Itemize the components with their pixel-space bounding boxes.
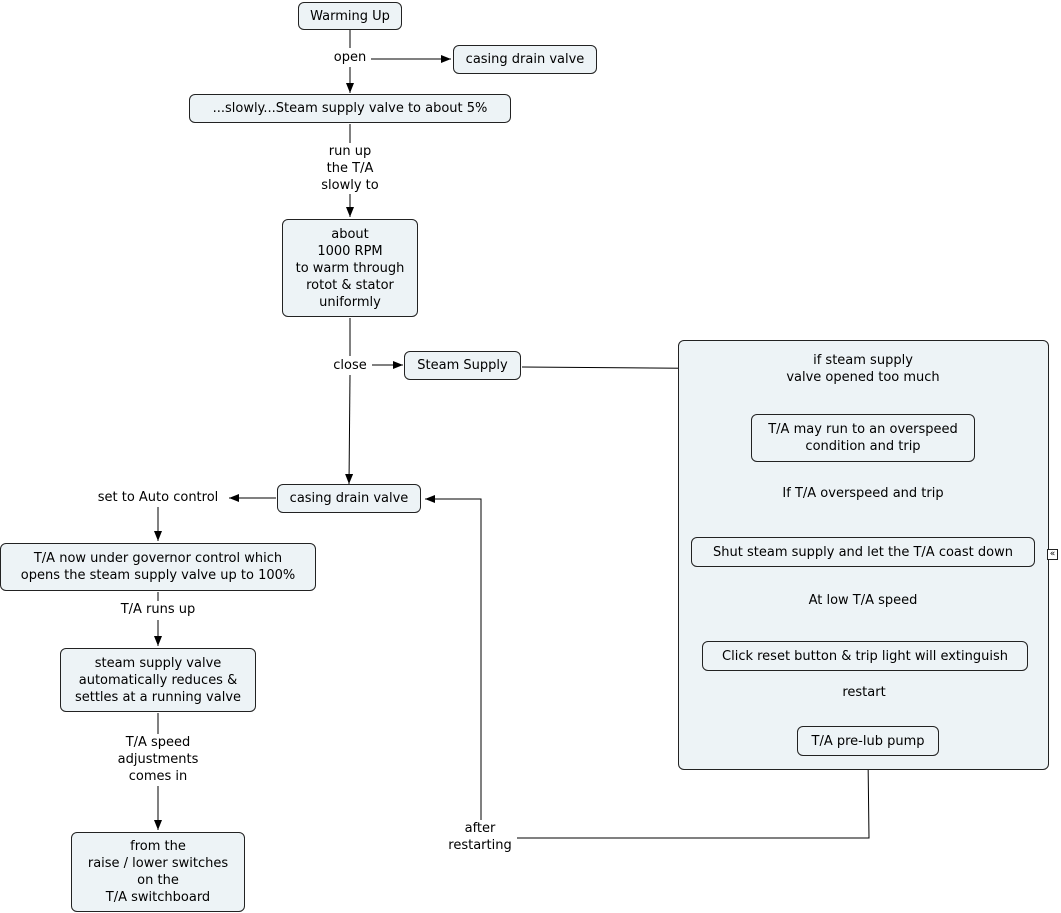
link-label-after-restarting: after restarting — [443, 820, 517, 854]
link-label-close: close — [328, 357, 372, 374]
node-reset-button[interactable]: Click reset button & trip light will ext… — [702, 641, 1028, 671]
node-prelub-pump[interactable]: T/A pre-lub pump — [797, 726, 939, 756]
link-label-opened-too-much: if steam supply valve opened too much — [772, 352, 954, 386]
link-label-restart: restart — [836, 684, 892, 701]
link-label-auto-control: set to Auto control — [88, 489, 228, 506]
link-label-runs-up: T/A runs up — [111, 601, 205, 618]
collapse-icon[interactable]: « — [1047, 549, 1058, 560]
node-steam-supply[interactable]: Steam Supply — [404, 351, 521, 380]
link-label-speed-adjust: T/A speed adjustments comes in — [108, 734, 208, 785]
link-label-run-up: run up the T/A slowly to — [312, 143, 388, 194]
node-casing-drain-valve-mid[interactable]: casing drain valve — [277, 484, 421, 513]
node-valve-settles[interactable]: steam supply valve automatically reduces… — [60, 648, 256, 712]
link-label-overspeed-trip: If T/A overspeed and trip — [768, 485, 958, 502]
node-overspeed-trip[interactable]: T/A may run to an overspeed condition an… — [751, 414, 975, 462]
node-casing-drain-valve-top[interactable]: casing drain valve — [453, 45, 597, 74]
node-governor-control[interactable]: T/A now under governor control which ope… — [0, 543, 316, 591]
link-label-open: open — [329, 49, 371, 66]
link-label-low-speed: At low T/A speed — [798, 592, 928, 609]
node-warming-up[interactable]: Warming Up — [298, 2, 402, 30]
node-shut-steam-supply[interactable]: Shut steam supply and let the T/A coast … — [691, 537, 1035, 567]
node-steam-valve-5[interactable]: ...slowly...Steam supply valve to about … — [189, 94, 511, 123]
node-raise-lower-switches[interactable]: from the raise / lower switches on the T… — [71, 832, 245, 912]
node-1000-rpm[interactable]: about 1000 RPM to warm through rotot & s… — [282, 219, 418, 317]
